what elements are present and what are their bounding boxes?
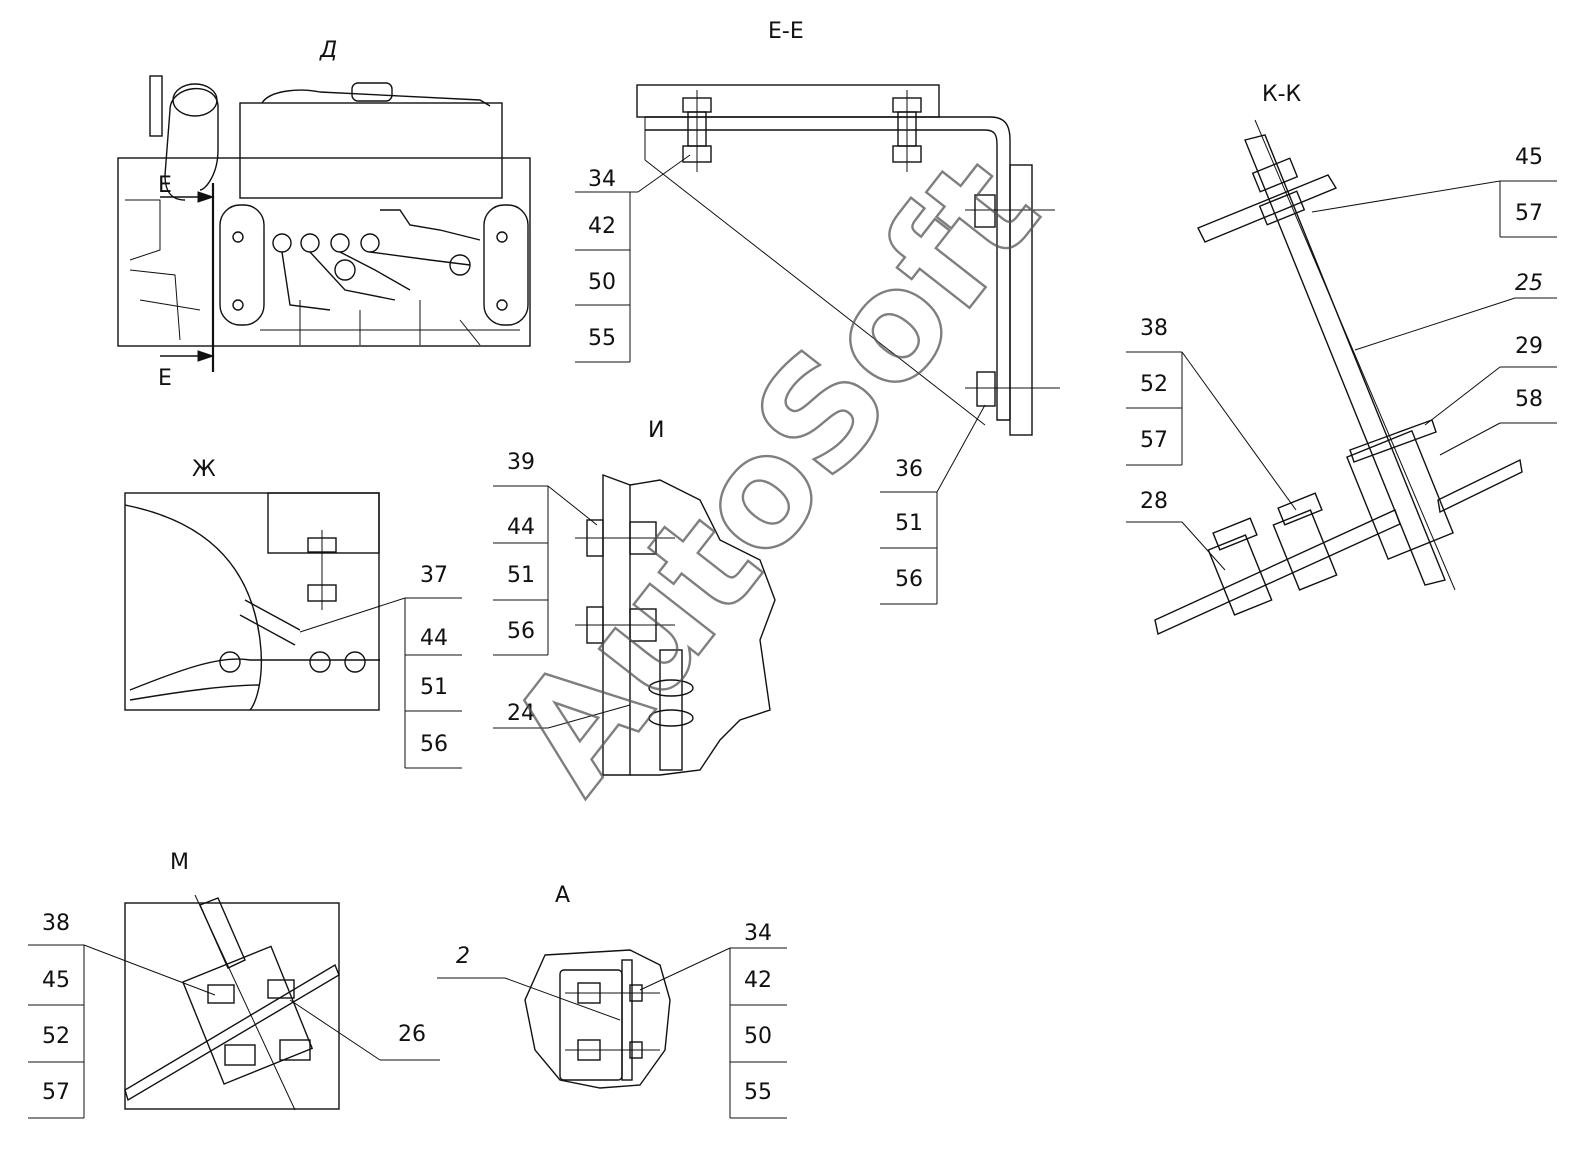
ee-bolt-side-lower (965, 371, 1060, 407)
view-ee-title: Е-Е (768, 19, 804, 44)
callout-ee-55: 55 (588, 326, 616, 351)
section-mark-e-top: Е (158, 173, 172, 198)
callout-ee-56: 56 (895, 567, 923, 592)
view-m: М 38 45 52 57 26 (28, 850, 440, 1119)
view-a: А 2 34 42 50 55 (437, 883, 787, 1119)
callout-a-50: 50 (744, 1024, 772, 1049)
view-m-title: М (170, 850, 189, 875)
m-frame (124, 902, 340, 1110)
callout-kk-38: 38 (1140, 316, 1168, 341)
view-i-title: И (648, 418, 664, 443)
callout-ee-34: 34 (588, 167, 616, 192)
kk-callout-table-top: 45 57 (1311, 145, 1557, 238)
kk-hub (1346, 429, 1454, 561)
callout-zh-44: 44 (420, 626, 448, 651)
callout-m-26: 26 (398, 1022, 426, 1047)
callout-kk-57b: 57 (1140, 428, 1168, 453)
kk-threaded-rod (1244, 134, 1446, 586)
callout-i-44: 44 (507, 515, 535, 540)
view-ee: Е-Е (575, 19, 1060, 605)
zh-callout-table: 37 44 51 56 (299, 563, 462, 769)
callout-kk-58: 58 (1515, 387, 1543, 412)
callout-ee-36: 36 (895, 457, 923, 482)
view-kk-title: К-К (1262, 82, 1302, 107)
callout-ee-50: 50 (588, 270, 616, 295)
callout-kk-28: 28 (1140, 489, 1168, 514)
callout-ee-42: 42 (588, 214, 616, 239)
a-callout-table: 34 42 50 55 (639, 921, 787, 1119)
ee-diagonal (644, 159, 986, 426)
i-bolt-upper (575, 519, 675, 557)
callout-zh-56: 56 (420, 732, 448, 757)
section-mark-e-bottom: Е (158, 366, 172, 391)
callout-m-57: 57 (42, 1080, 70, 1105)
ee-bolt-right (892, 90, 922, 172)
tank-pipe (261, 89, 491, 107)
i-bolt-lower (575, 606, 675, 644)
callout-i-56: 56 (507, 619, 535, 644)
bracket-right (483, 204, 529, 326)
callout-ee-51: 51 (895, 511, 923, 536)
callout-m-52: 52 (42, 1024, 70, 1049)
callout-zh-51: 51 (420, 675, 448, 700)
view-d: Д (117, 38, 531, 391)
fuel-tank (239, 102, 503, 199)
callout-a-55: 55 (744, 1080, 772, 1105)
m-hub (181, 945, 314, 1085)
m-callout-table: 38 45 52 57 (28, 911, 216, 1119)
view-kk: К-К 45 57 25 (1126, 82, 1557, 635)
i-stud (648, 649, 694, 771)
ee-callout-table: 34 42 50 55 (575, 154, 691, 363)
kk-bolt-38 (1272, 492, 1338, 591)
kk-callout-table-left: 38 52 57 (1126, 316, 1297, 511)
engine-frame (117, 157, 531, 347)
view-zh-title: Ж (192, 457, 216, 482)
callout-i-39: 39 (507, 450, 535, 475)
watermark-logo: AutoSoft (476, 127, 1072, 822)
callout-kk-52: 52 (1140, 372, 1168, 397)
tank-cap (351, 82, 393, 102)
callout-m-45: 45 (42, 968, 70, 993)
i-callout-table: 39 44 51 56 (493, 450, 598, 656)
kk-lower-plate (1154, 509, 1401, 635)
view-zh: Ж 37 44 51 56 (124, 457, 462, 769)
zh-frame (124, 492, 380, 711)
ee-bolt-left (682, 90, 712, 172)
callout-kk-45: 45 (1515, 145, 1543, 170)
intake-pipe (169, 88, 219, 191)
callout-a-42: 42 (744, 968, 772, 993)
view-d-title: Д (319, 38, 337, 63)
ee-bolt-side-upper (965, 194, 1055, 228)
view-i: И 39 44 51 56 (493, 418, 776, 776)
callout-i-24: 24 (507, 701, 535, 726)
kk-bolt-28 (1207, 517, 1273, 616)
callout-kk-57: 57 (1515, 201, 1543, 226)
bracket-left (219, 204, 265, 326)
callout-a-2: 2 (456, 944, 470, 969)
callout-zh-37: 37 (420, 563, 448, 588)
callout-kk-29: 29 (1515, 334, 1543, 359)
ee-angle-bracket (645, 116, 1011, 421)
callout-m-38: 38 (42, 911, 70, 936)
injector-lines (272, 209, 481, 311)
kk-upper-plate (1197, 174, 1338, 243)
a-outline (524, 949, 671, 1089)
view-a-title: А (555, 883, 570, 908)
ee-callout-table-2: 36 51 56 (880, 404, 986, 605)
callout-kk-25: 25 (1515, 271, 1543, 296)
callout-i-51: 51 (507, 563, 535, 588)
callout-a-34: 34 (744, 921, 772, 946)
